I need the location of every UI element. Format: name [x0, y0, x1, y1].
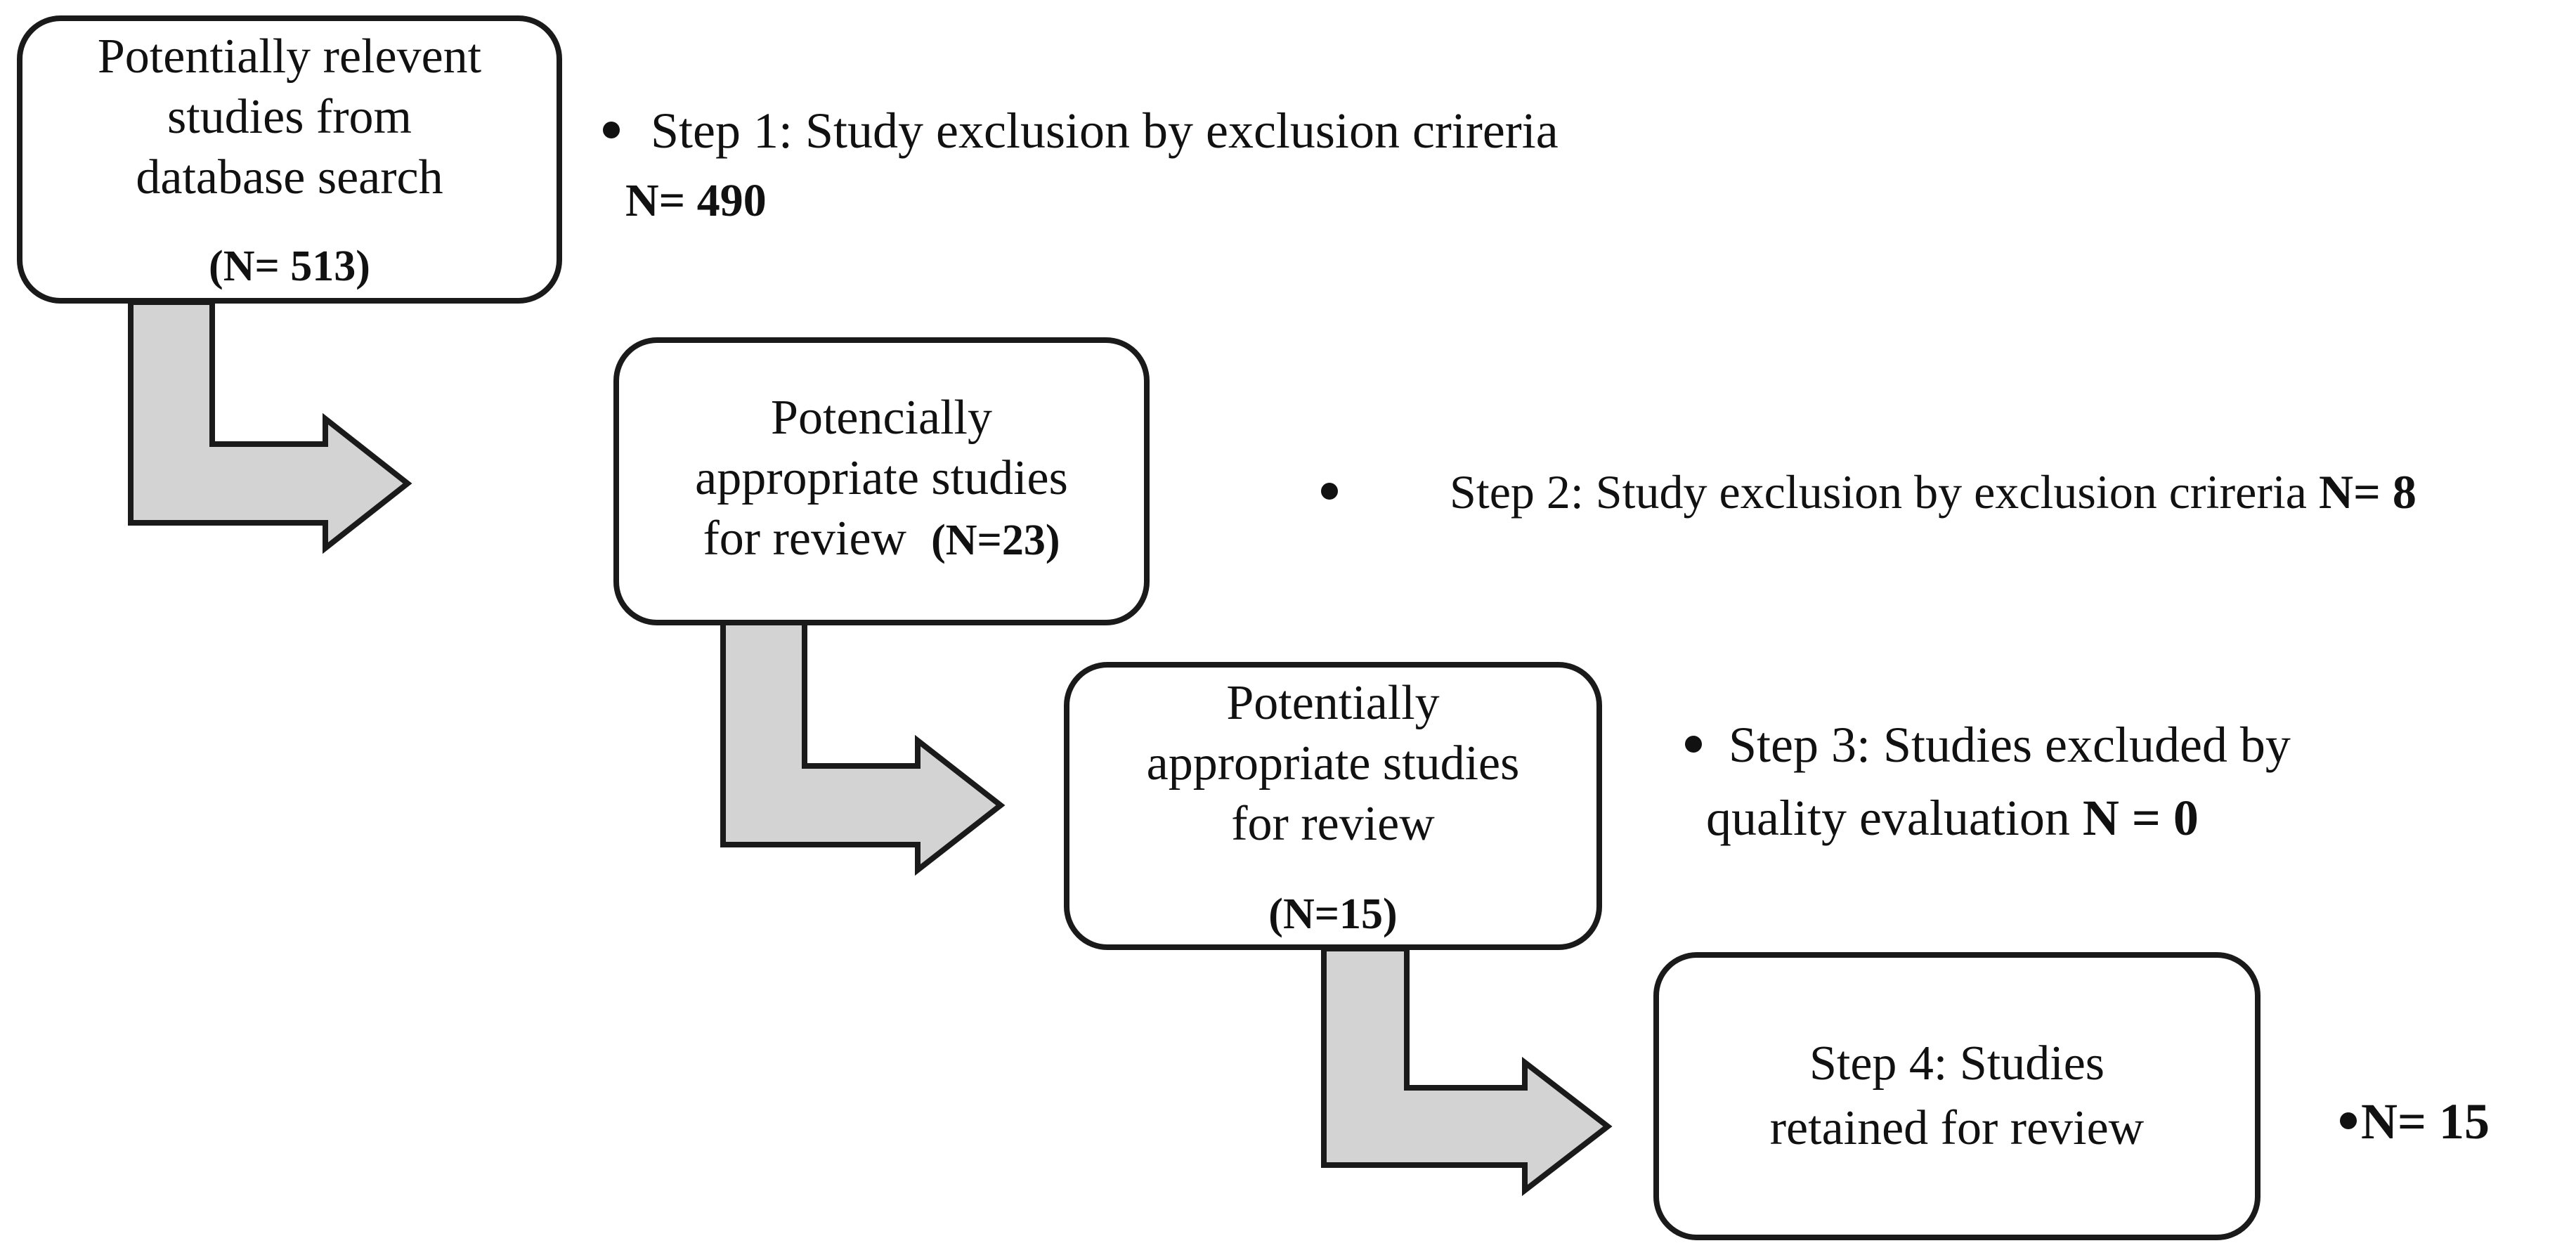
box-line: appropriate studies: [1146, 736, 1520, 791]
box-line-with-count: for review (N=23): [619, 509, 1144, 571]
bullet-icon: [2340, 1112, 2357, 1130]
step-2-text: Step 2: Study exclusion by exclusion cri…: [1321, 461, 2416, 523]
step-3-label-line1: Step 3: Studies excluded by: [1729, 717, 2291, 773]
step-1-text: Step 1: Study exclusion by exclusion cri…: [603, 100, 1559, 162]
step-2-count: N= 8: [2318, 465, 2416, 519]
box-database-search: Potentially relevent studies from databa…: [17, 15, 562, 304]
bullet-icon: [1685, 736, 1702, 753]
box-line: for review: [703, 512, 907, 566]
box-appropriate-studies-1: Potencially appropriate studies for revi…: [613, 337, 1150, 625]
box-appropriate-studies-2: Potentially appropriate studies for revi…: [1064, 662, 1602, 950]
bent-arrow-icon: [1321, 946, 1613, 1197]
box-line: studies from: [167, 90, 412, 144]
bent-arrow-icon: [128, 299, 412, 554]
box-line: retained for review: [1769, 1101, 2145, 1155]
box-line: Potentially: [1226, 676, 1440, 730]
box-line: for review: [1231, 797, 1435, 851]
step-2-label: Step 2: Study exclusion by exclusion cri…: [1450, 465, 2307, 519]
box-line: database search: [136, 150, 443, 204]
step-1-label: Step 1: Study exclusion by exclusion cri…: [651, 103, 1559, 159]
bullet-icon: [603, 122, 620, 139]
box-line: Potentially relevent: [97, 30, 482, 84]
box-studies-retained: Step 4: Studies retained for review: [1653, 952, 2260, 1240]
box-line: Step 4: Studies: [1809, 1036, 2105, 1091]
bullet-icon: [1321, 483, 1338, 500]
step-3-text-line2: quality evaluation N = 0: [1706, 787, 2199, 849]
box-line: Potencially: [771, 391, 992, 445]
box-count: (N=15): [1268, 890, 1398, 938]
box-count: (N=23): [931, 516, 1060, 564]
step-3-label-line2: quality evaluation: [1706, 790, 2070, 846]
step-3-count: N = 0: [2082, 790, 2199, 846]
step-4-count: N= 15: [2361, 1093, 2490, 1150]
step-3-text-line1: Step 3: Studies excluded by: [1685, 714, 2291, 776]
box-count: (N= 513): [209, 242, 370, 290]
step-4-text: N= 15: [2340, 1091, 2490, 1152]
step-1-count: N= 490: [625, 175, 767, 226]
bent-arrow-icon: [720, 620, 1006, 876]
box-line: appropriate studies: [695, 451, 1068, 505]
